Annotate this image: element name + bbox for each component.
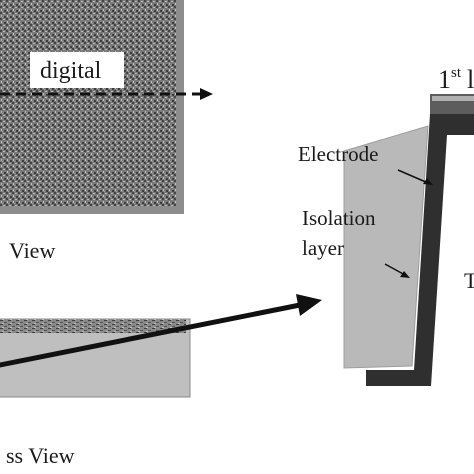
zoom-arrow: [0, 300, 311, 368]
first-layer-trailing: l: [467, 65, 474, 94]
isolation-label-line1: Isolation: [302, 206, 376, 230]
top-cap-highlight: [432, 96, 474, 101]
isolation-pointer: [384, 263, 406, 276]
isolation-pointer-head-icon: [400, 271, 410, 278]
isolation-label-line2: layer: [302, 236, 344, 260]
cross-view-caption: ss View: [6, 443, 75, 468]
first-layer-number: 1: [438, 65, 451, 94]
electrode-pointer-head-icon: [423, 178, 433, 185]
top-view-caption: View: [9, 238, 55, 263]
right-edge-label: T: [464, 268, 474, 293]
electrode-label: Electrode: [298, 142, 378, 166]
digital-label-box: [30, 52, 124, 88]
isolation-layer: [343, 125, 429, 369]
electrode-pointer: [397, 169, 429, 184]
cross-view: ss View: [0, 294, 322, 468]
first-layer-superscript: st: [451, 65, 462, 81]
top-view: digital View: [0, 0, 213, 263]
electrode: [366, 114, 474, 386]
cross-view-surface-texture: [0, 319, 186, 333]
top-view-texture: [0, 0, 176, 206]
section-line-arrow-icon: [200, 88, 213, 100]
zoom-arrow-head-icon: [296, 294, 322, 316]
digital-label: digital: [40, 58, 102, 84]
